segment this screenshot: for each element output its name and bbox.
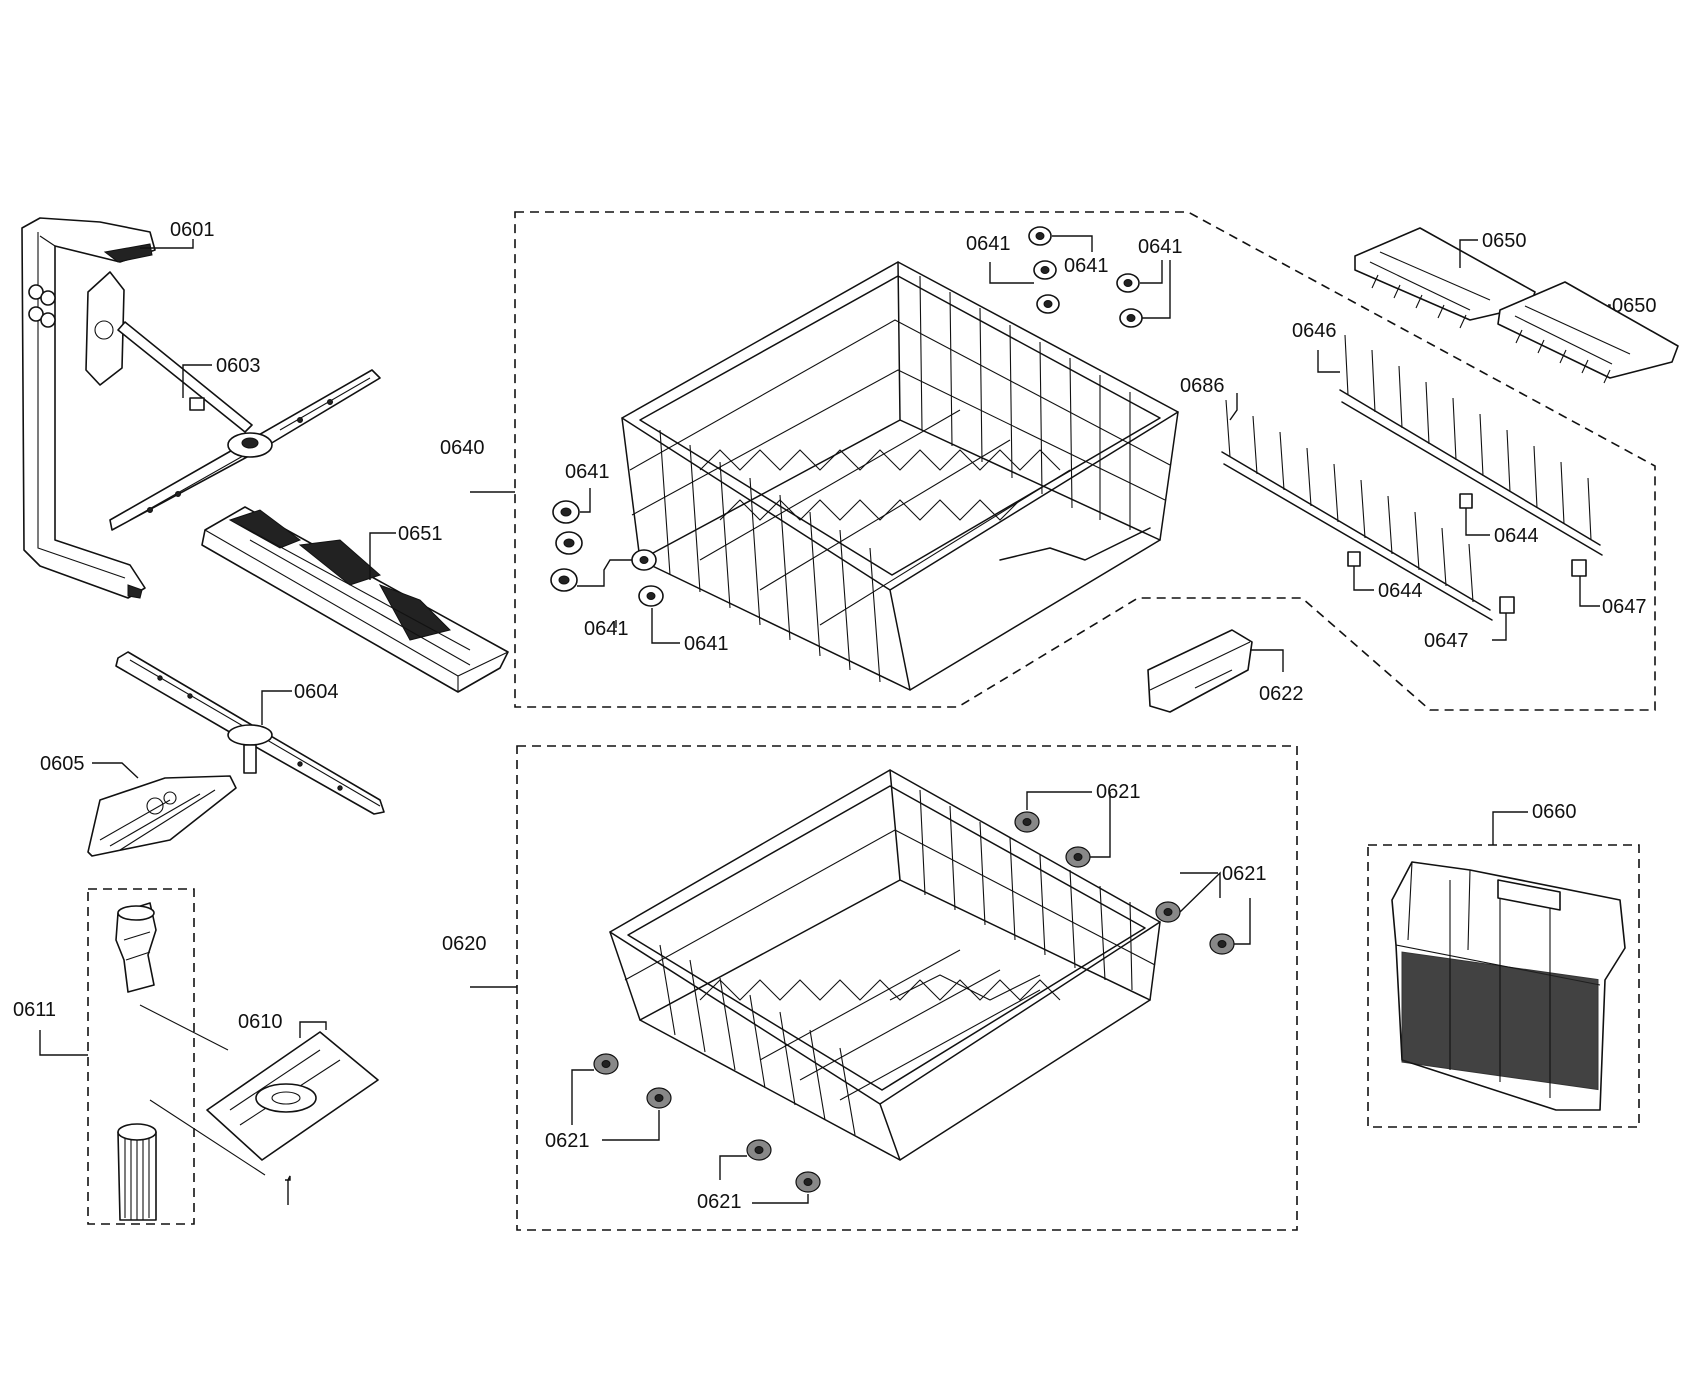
label-0650-b: 0650 (1612, 295, 1657, 317)
flat-filter-part (206, 1031, 379, 1161)
supply-pipe-part (21, 217, 156, 599)
lower-spray-arm-part (115, 651, 385, 815)
upper-spray-arm-part (85, 271, 381, 531)
label-0610: 0610 (238, 1011, 283, 1033)
lower-rack-rollers (593, 811, 1235, 1193)
label-0647-b: 0647 (1424, 630, 1469, 652)
lower-rack-group-outline (516, 745, 1298, 1231)
label-0641-left-top: 0641 (565, 461, 610, 483)
upper-rack-group-outline (514, 211, 1656, 711)
rack-handle-part (1147, 629, 1253, 713)
upper-dish-rack-part (621, 261, 1179, 691)
lower-dish-rack-part (609, 769, 1161, 1161)
label-0650-a: 0650 (1482, 230, 1527, 252)
tine-rack-0646-part (1339, 334, 1603, 556)
label-0621-lower-a: 0621 (545, 1130, 590, 1152)
filter-cover-part (87, 775, 237, 857)
tine-rack-0686-part (1221, 399, 1493, 621)
label-0621-upper-b: 0621 (1222, 863, 1267, 885)
label-0605: 0605 (40, 753, 85, 775)
cutlery-basket-group-outline (1367, 844, 1640, 1128)
label-0603: 0603 (216, 355, 261, 377)
label-0611: 0611 (13, 999, 56, 1021)
label-0644-b: 0644 (1378, 580, 1423, 602)
label-0644-a: 0644 (1494, 525, 1539, 547)
middle-tray-part (201, 506, 509, 693)
upper-rack-left-rollers (550, 500, 664, 607)
label-0604: 0604 (294, 681, 339, 703)
label-0647-a: 0647 (1602, 596, 1647, 618)
label-0621-upper-a: 0621 (1096, 781, 1141, 803)
filter-group-outline (87, 888, 195, 1225)
label-0641-left-bottom-a: 0641 (584, 618, 629, 640)
label-0620: 0620 (442, 933, 487, 955)
label-0622: 0622 (1259, 683, 1304, 705)
label-0686: 0686 (1180, 375, 1225, 397)
clips-part (1347, 493, 1587, 614)
label-0641-top-a: 0641 (966, 233, 1011, 255)
cutlery-basket-part (1391, 861, 1626, 1111)
label-0641-left-bottom-b: 0641 (684, 633, 729, 655)
label-0646: 0646 (1292, 320, 1337, 342)
folding-shelf-part-b (1497, 281, 1679, 384)
label-0641-top-b: 0641 (1064, 255, 1109, 277)
cylinder-filter-part (115, 902, 157, 1221)
upper-rack-top-rollers (1028, 226, 1143, 328)
label-0651: 0651 (398, 523, 443, 545)
label-0601: 0601 (170, 219, 215, 241)
label-0640: 0640 (440, 437, 485, 459)
label-0660: 0660 (1532, 801, 1577, 823)
label-0621-lower-b: 0621 (697, 1191, 742, 1213)
label-0641-top-c: 0641 (1138, 236, 1183, 258)
